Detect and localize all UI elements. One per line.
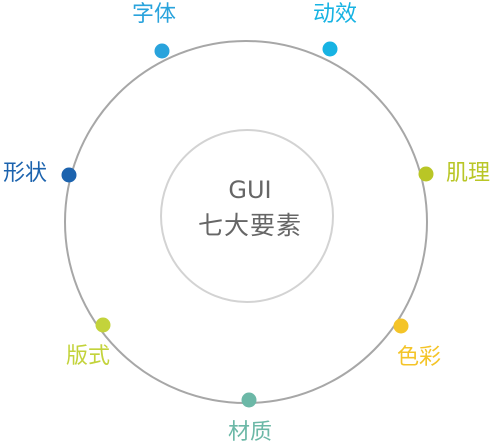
- node-label-font: 字体: [132, 2, 177, 27]
- node-dot-font: [154, 43, 170, 59]
- center-subtitle: 七大要素: [197, 211, 302, 240]
- node-dots: [61, 41, 434, 408]
- inner-ring: [160, 129, 334, 303]
- node-label-motion: 动效: [313, 2, 358, 27]
- node-dot-material: [241, 392, 257, 408]
- node-label-texture: 肌理: [446, 161, 491, 186]
- center-title: GUI: [228, 176, 272, 204]
- node-label-layout: 版式: [66, 344, 111, 369]
- node-dot-texture: [418, 166, 434, 182]
- node-dot-color: [393, 318, 409, 334]
- node-label-material: 材质: [228, 420, 273, 445]
- node-dot-layout: [95, 317, 111, 333]
- node-dot-motion: [322, 41, 338, 57]
- node-dot-shape: [61, 167, 77, 183]
- node-label-color: 色彩: [397, 345, 442, 370]
- node-label-shape: 形状: [3, 161, 48, 186]
